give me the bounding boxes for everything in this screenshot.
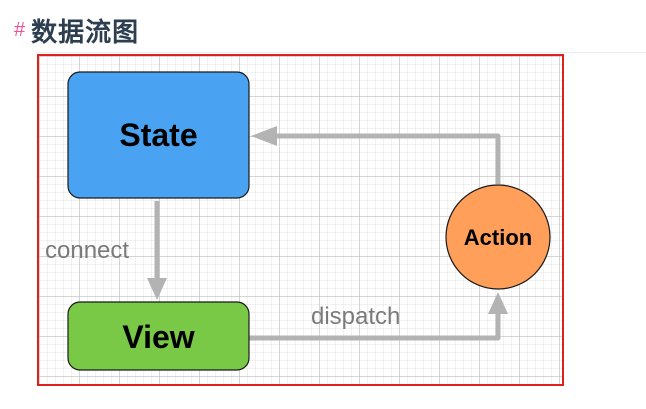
state-node-label: State bbox=[119, 117, 197, 153]
page-title: 数据流图 bbox=[31, 17, 140, 48]
action-to-state-arrowhead bbox=[251, 126, 277, 146]
diagram-frame: State View Action connect dispatch bbox=[37, 54, 564, 386]
view-node bbox=[67, 301, 250, 371]
action-node bbox=[445, 184, 551, 290]
dispatch-edge-label: dispatch bbox=[311, 303, 400, 330]
data-flow-diagram: State View Action connect dispatch bbox=[45, 71, 551, 371]
view-to-action-arrow bbox=[249, 308, 501, 341]
state-to-view-arrowhead bbox=[147, 278, 167, 300]
heading-anchor-link[interactable]: # bbox=[14, 18, 26, 41]
view-to-action-arrowhead bbox=[488, 292, 508, 314]
heading-divider bbox=[36, 52, 646, 53]
action-to-state-arrow bbox=[261, 133, 501, 184]
connect-edge-label: connect bbox=[45, 237, 129, 264]
action-node-label: Action bbox=[464, 225, 532, 250]
page-heading: # 数据流图 bbox=[14, 12, 139, 48]
view-node-label: View bbox=[122, 319, 194, 355]
state-node bbox=[67, 71, 250, 199]
